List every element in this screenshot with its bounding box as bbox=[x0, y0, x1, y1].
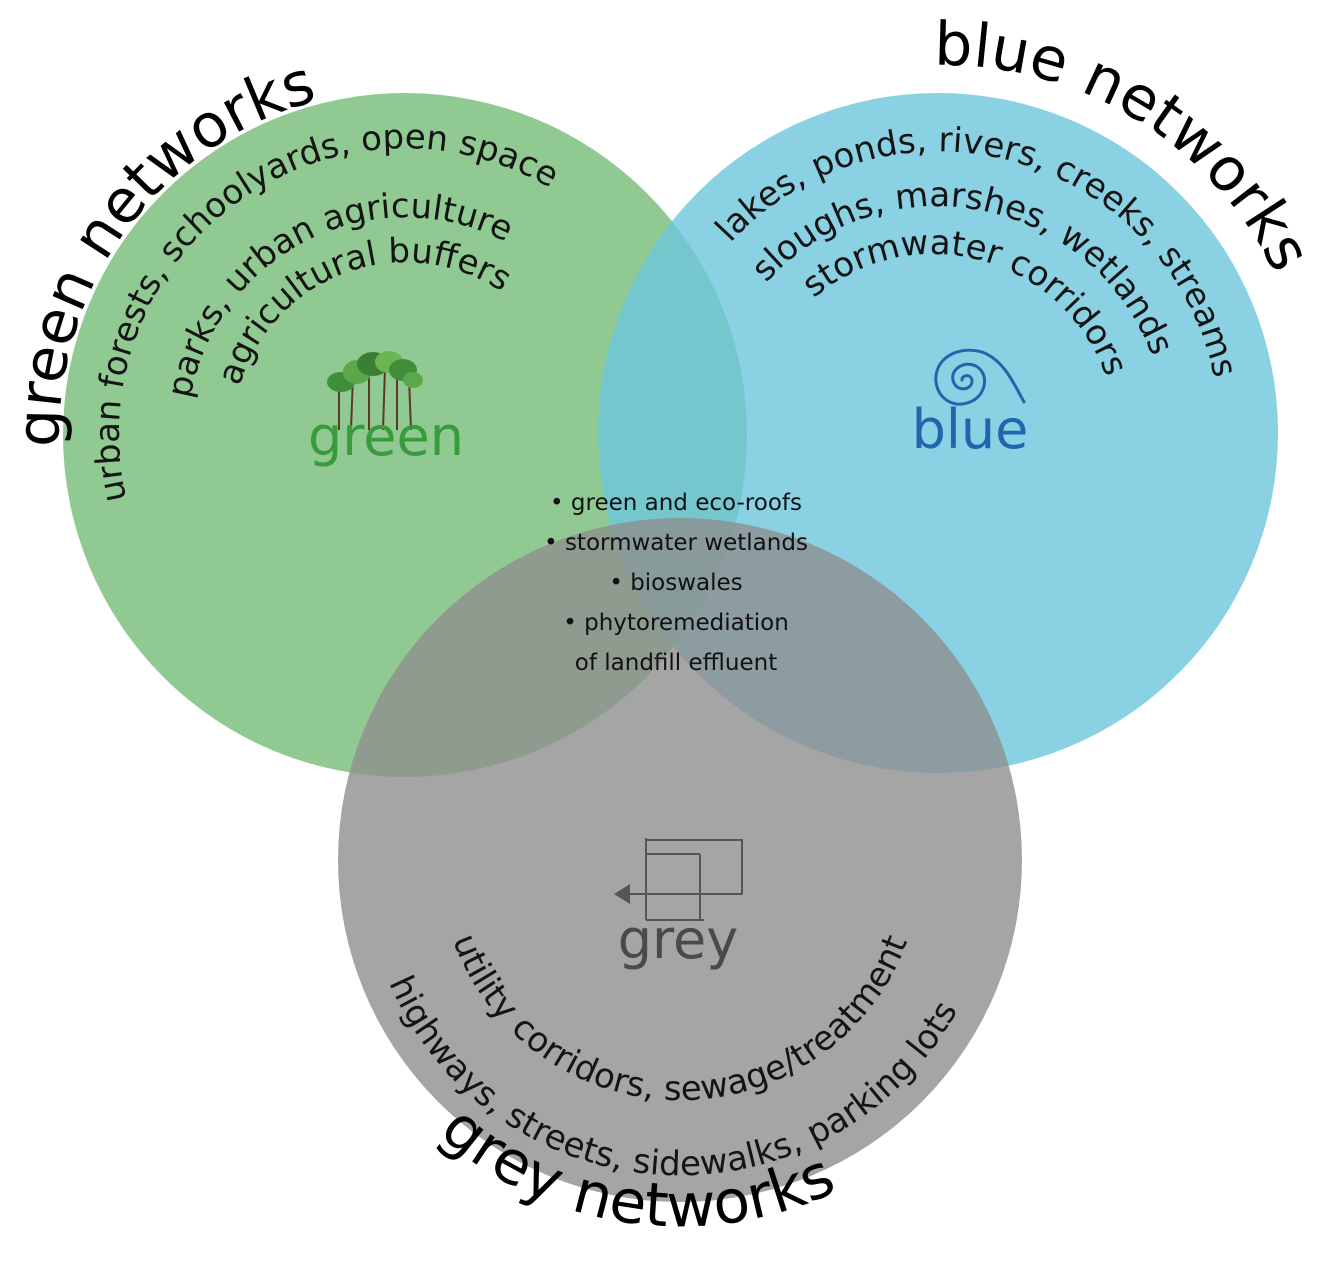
overlap-line-4: • phytoremediation bbox=[563, 610, 789, 636]
trees-icon bbox=[327, 351, 423, 431]
circles bbox=[63, 93, 1278, 1202]
blue-label: blue bbox=[912, 398, 1029, 461]
overlap-line-3: • bioswales bbox=[609, 570, 742, 596]
grid-arrow-icon bbox=[614, 838, 743, 921]
grey-circle bbox=[338, 518, 1022, 1202]
overlap-notes: • green and eco-roofs • stormwater wetla… bbox=[544, 490, 808, 676]
overlap-line-5: of landfill effluent bbox=[575, 650, 777, 676]
green-label: green bbox=[308, 405, 464, 468]
overlap-line-1: • green and eco-roofs bbox=[550, 490, 802, 516]
overlap-line-2: • stormwater wetlands bbox=[544, 530, 808, 556]
spiral-icon bbox=[934, 348, 1026, 406]
grey-label: grey bbox=[618, 908, 738, 971]
